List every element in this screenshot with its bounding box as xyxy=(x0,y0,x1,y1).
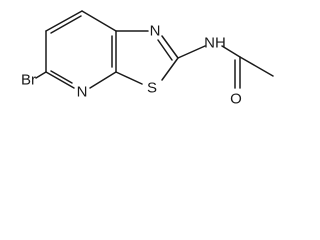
bond-c5-n4 xyxy=(45,71,75,89)
bond-c7-c6 xyxy=(45,10,83,32)
amide-hydrogen-label: H xyxy=(215,35,226,52)
pyridine-nitrogen-label: N xyxy=(77,84,88,101)
atom-labels: Br N S N N H O xyxy=(21,23,242,108)
bond-c7a-c7 xyxy=(81,10,117,32)
bond-c5-n4-inner xyxy=(50,70,73,84)
bond-c2-nh xyxy=(177,45,206,59)
bond-c5-br xyxy=(35,71,47,79)
bonds xyxy=(35,10,274,89)
bond-carbonyl-methyl xyxy=(239,56,274,77)
bond-c2-s1 xyxy=(161,57,179,81)
bond-c7-c6-inner xyxy=(50,15,82,34)
sulfur-label: S xyxy=(147,80,157,97)
carbonyl-oxygen-label: O xyxy=(230,91,242,108)
bond-nh-carbonyl xyxy=(221,45,241,58)
amide-nitrogen-label: N xyxy=(204,35,215,52)
bond-n3-c2-inner xyxy=(157,39,173,61)
acetamido-thiazolopyridine-structure: Br N S N N H O xyxy=(21,10,274,108)
bond-n3-c2 xyxy=(161,35,179,59)
thiazole-nitrogen-label: N xyxy=(150,23,161,40)
bromine-label: Br xyxy=(21,72,36,89)
bond-n4-c3a xyxy=(89,71,117,89)
bond-s1-c3a xyxy=(115,71,143,85)
